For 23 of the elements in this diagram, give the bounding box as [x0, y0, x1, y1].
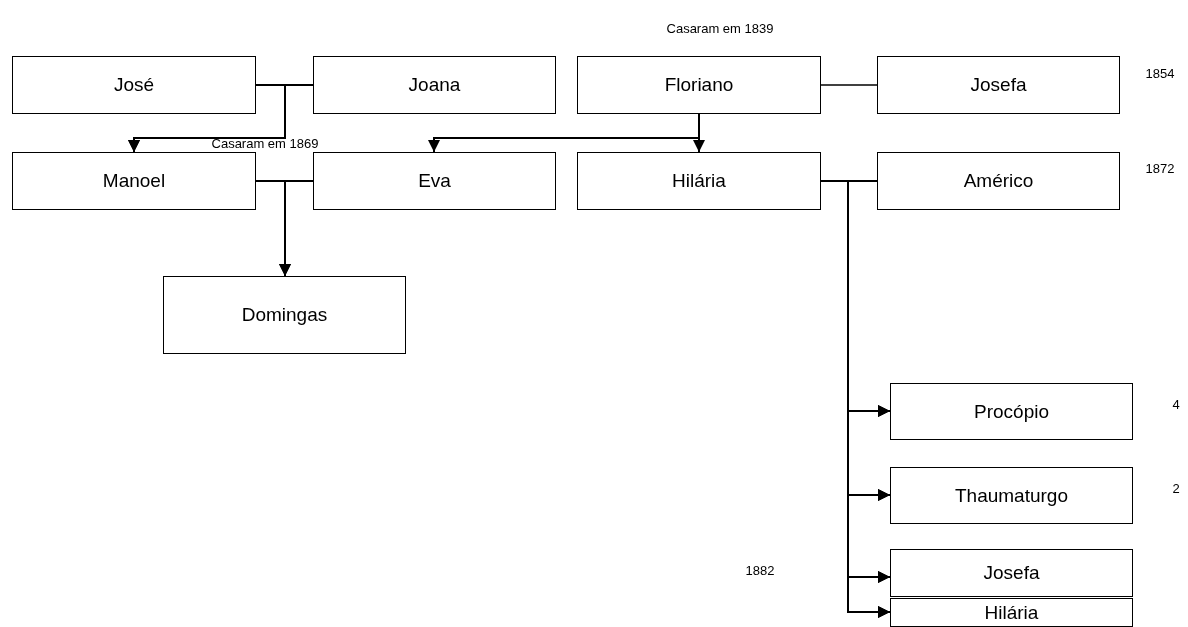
- person-box: Procópio: [890, 383, 1133, 440]
- person-box: Domingas: [163, 276, 406, 354]
- arrow: [128, 84, 314, 153]
- person-box: José: [12, 56, 256, 114]
- person-box: Américo: [877, 152, 1120, 210]
- person-box: Floriano: [577, 56, 821, 114]
- person-box: Manoel: [12, 152, 256, 210]
- person-box: Hilária: [890, 598, 1133, 627]
- note-text: 1872: [1145, 160, 1175, 176]
- connector-line: [820, 84, 878, 86]
- person-box: Thaumaturgo: [890, 467, 1133, 524]
- person-box: Josefa: [890, 549, 1133, 597]
- note-text: 1882: [745, 562, 775, 578]
- person-box: Eva: [313, 152, 556, 210]
- note-text: 2: [1172, 480, 1180, 496]
- person-box: Josefa: [877, 56, 1120, 114]
- note-text: Casaram em 1869: [211, 135, 319, 151]
- arrow: [279, 180, 314, 277]
- person-box: Hilária: [577, 152, 821, 210]
- note-text: 4: [1172, 396, 1180, 412]
- note-text: 1854: [1145, 65, 1175, 81]
- note-text: Casaram em 1839: [666, 20, 774, 36]
- person-box: Joana: [313, 56, 556, 114]
